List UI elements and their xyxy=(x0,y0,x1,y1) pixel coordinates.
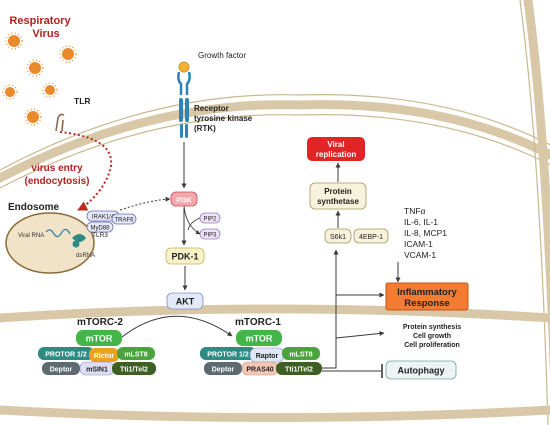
dsrna-label: dsRNA xyxy=(76,253,95,259)
cell-membrane-right xyxy=(519,0,550,425)
mtorc2-mlst8 xyxy=(117,347,155,360)
protein-synthetase-node xyxy=(309,182,367,210)
mtorc2-deptor-label: Deptor xyxy=(50,367,73,374)
viral-replication-line1: Viral xyxy=(327,140,344,149)
mtorc2-rictor-label: Rictor xyxy=(94,353,115,360)
mtorc1-protor xyxy=(200,347,256,360)
viral-rna-label: Viral RNA xyxy=(18,233,44,239)
mtorc1-raptor-label: Raptor xyxy=(256,353,279,360)
traf6-label: TRAF6 xyxy=(114,218,134,224)
s6k1-label: S6k1 xyxy=(330,234,346,241)
mtorc1-mtor xyxy=(236,330,282,346)
mtorc1-deptor-label: Deptor xyxy=(212,367,235,374)
mtorc1-pras40-label: PRAS40 xyxy=(246,367,273,374)
cytokine-item: TNFα xyxy=(404,206,426,216)
outcome-item: Cell proliferation xyxy=(404,342,460,349)
pip3-label: PIP3 xyxy=(203,233,217,239)
virus-entry-arrow xyxy=(59,131,112,211)
viral-replication-node xyxy=(307,137,365,161)
virus-title-line1: Respiratory xyxy=(9,15,71,27)
tlr-receptor-icon xyxy=(55,113,65,132)
mtorc2-protor-label: PROTOR 1/2 xyxy=(45,352,87,359)
irak-label: IRAK1/4 xyxy=(92,215,115,221)
mtorc2-mtor xyxy=(76,330,122,346)
mtorc1-mlst8-label: mLST8 xyxy=(289,352,312,359)
mtorc2-rictor xyxy=(89,348,119,362)
akt-node xyxy=(166,292,204,310)
virus-particle-icon xyxy=(2,84,18,100)
mtorc1-tti xyxy=(276,362,322,375)
protein-synthetase-line1: Protein xyxy=(324,187,352,196)
rtk-label-line3: (RTK) xyxy=(194,124,216,133)
outcome-item: Protein synthesis xyxy=(403,324,461,331)
nuclear-membrane xyxy=(0,304,550,422)
autophagy-label: Autophagy xyxy=(398,366,445,376)
cytokine-item: IL-6, IL-1 xyxy=(404,217,438,227)
mtorc2-msin1-label: mSIN1 xyxy=(86,367,108,374)
pip2-label: PIP2 xyxy=(203,217,217,223)
4ebp1-node xyxy=(353,228,389,244)
cytokine-item: IL-8, MCP1 xyxy=(404,228,447,238)
mtorc2-title: mTORC-2 xyxy=(77,317,123,328)
cytokine-item: ICAM-1 xyxy=(404,239,433,249)
virus-particle-icon xyxy=(5,32,23,50)
tlr-label: TLR xyxy=(74,96,91,106)
cytokine-item: VCAM-1 xyxy=(404,250,436,260)
mtorc1-mtor-label: mTOR xyxy=(246,334,273,344)
growth-factor-icon xyxy=(178,61,190,73)
mtorc2-tti xyxy=(112,362,156,375)
pip2-connector xyxy=(187,217,201,231)
virus-title-line2: Virus xyxy=(32,28,59,40)
viral-replication-line2: replication xyxy=(316,150,357,159)
4ebp1-label: 4EBP-1 xyxy=(359,234,383,241)
pi3k-to-pip3-arrow xyxy=(183,205,201,235)
outcome-item: Cell growth xyxy=(413,333,451,340)
viral-rna-strand-icon xyxy=(45,228,71,238)
mtorc1-output-lines xyxy=(322,249,385,378)
mtorc1-tti-label: Tti1/Tel2 xyxy=(285,367,313,374)
virus-entry-line1: virus entry xyxy=(31,163,83,174)
inflammatory-line2: Response xyxy=(404,298,449,309)
mtorc2-mtor-label: mTOR xyxy=(86,334,113,344)
myd88-node xyxy=(86,221,114,233)
pdk1-label: PDK-1 xyxy=(171,252,198,262)
mtorc1-protor-label: PROTOR 1/2 xyxy=(207,352,249,359)
pdk1-node xyxy=(165,247,205,265)
autophagy-node xyxy=(385,360,457,380)
endosome-title: Endosome xyxy=(8,202,60,213)
virus-particle-icon xyxy=(42,82,58,98)
inflammatory-line1: Inflammatory xyxy=(397,287,457,298)
s6k1-node xyxy=(324,228,352,244)
rtk-label-line1: Receptor xyxy=(194,104,229,113)
mtorc2-to-mtorc1-arrow xyxy=(121,315,233,338)
virus-particle-icon xyxy=(26,59,44,77)
myd88-label: MyD88 xyxy=(90,226,110,232)
traf6-node xyxy=(111,213,137,225)
akt-label: AKT xyxy=(176,297,195,307)
mtorc1-deptor xyxy=(204,362,242,375)
inflammatory-response-node xyxy=(385,282,469,311)
virus-particle-icon xyxy=(24,108,42,126)
mtorc2-tti-label: Tti1/Tel2 xyxy=(120,367,148,374)
mtorc1-title: mTORC-1 xyxy=(235,317,281,328)
growth-factor-label: Growth factor xyxy=(198,51,246,60)
protein-synthetase-line2: synthetase xyxy=(317,197,359,206)
tlr3-receptor-icon xyxy=(72,234,86,248)
mtorc2-deptor xyxy=(42,362,80,375)
virus-entry-line2: (endocytosis) xyxy=(24,176,89,187)
mtorc1-mlst8 xyxy=(282,347,320,360)
rtk-label-line2: tyrosine kinase xyxy=(194,114,253,123)
mtorc2-mlst8-label: mLST8 xyxy=(124,352,147,359)
pi3k-label: PI3K xyxy=(176,198,192,205)
adaptor-to-pi3k-arrow xyxy=(119,196,171,211)
tlr3-label: TLR3 xyxy=(92,232,108,239)
virus-particle-icon xyxy=(59,45,77,63)
endosome-icon xyxy=(5,212,95,274)
mtorc2-protor xyxy=(38,347,94,360)
rtk-receptor-icon xyxy=(177,71,191,138)
